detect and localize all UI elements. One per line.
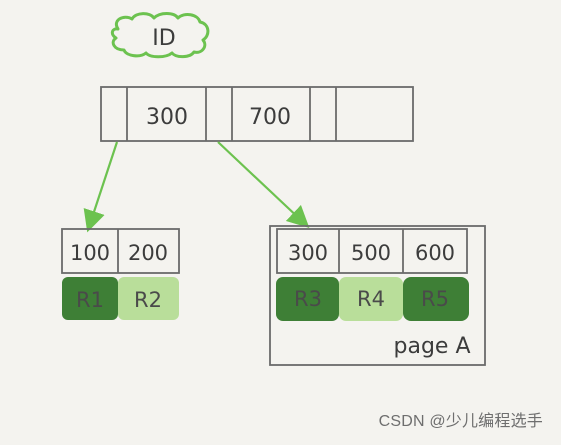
leaf-key: 500 xyxy=(351,241,391,265)
page-label: page A xyxy=(394,334,471,359)
leaf-key: 200 xyxy=(128,241,168,265)
root-key: 700 xyxy=(249,105,291,130)
row-cell-dark xyxy=(62,277,118,320)
pointer-arrow xyxy=(83,141,119,233)
watermark: CSDN @少儿编程选手 xyxy=(378,413,543,430)
row-cell-light xyxy=(339,277,403,321)
index-name-cloud: ID xyxy=(110,12,210,59)
leaf-key: 600 xyxy=(415,241,455,265)
row-cell-dark xyxy=(276,277,339,321)
row-label: R3 xyxy=(294,287,322,311)
cloud-shape xyxy=(110,12,210,59)
leaf-key-box xyxy=(276,228,468,274)
page-frame xyxy=(269,225,486,366)
row-label: R5 xyxy=(421,287,449,311)
row-cell-light xyxy=(118,277,179,320)
index-name: ID xyxy=(152,26,175,51)
leaf-node-1: 100 200 R1 R2 xyxy=(61,228,180,320)
row-label: R4 xyxy=(357,287,385,311)
row-label: R2 xyxy=(134,288,162,312)
row-cell-dark xyxy=(403,277,469,321)
row-label: R1 xyxy=(76,288,104,312)
leaf-node-2: 300 500 600 R3 R4 R5 page A xyxy=(269,225,486,366)
root-key: 300 xyxy=(146,105,188,130)
root-node: 300 700 xyxy=(100,86,414,142)
leaf-key: 300 xyxy=(288,241,328,265)
pointer-arrow xyxy=(217,141,310,229)
leaf-key: 100 xyxy=(70,241,110,265)
root-node-box xyxy=(100,86,414,142)
leaf-key-box xyxy=(61,228,180,274)
